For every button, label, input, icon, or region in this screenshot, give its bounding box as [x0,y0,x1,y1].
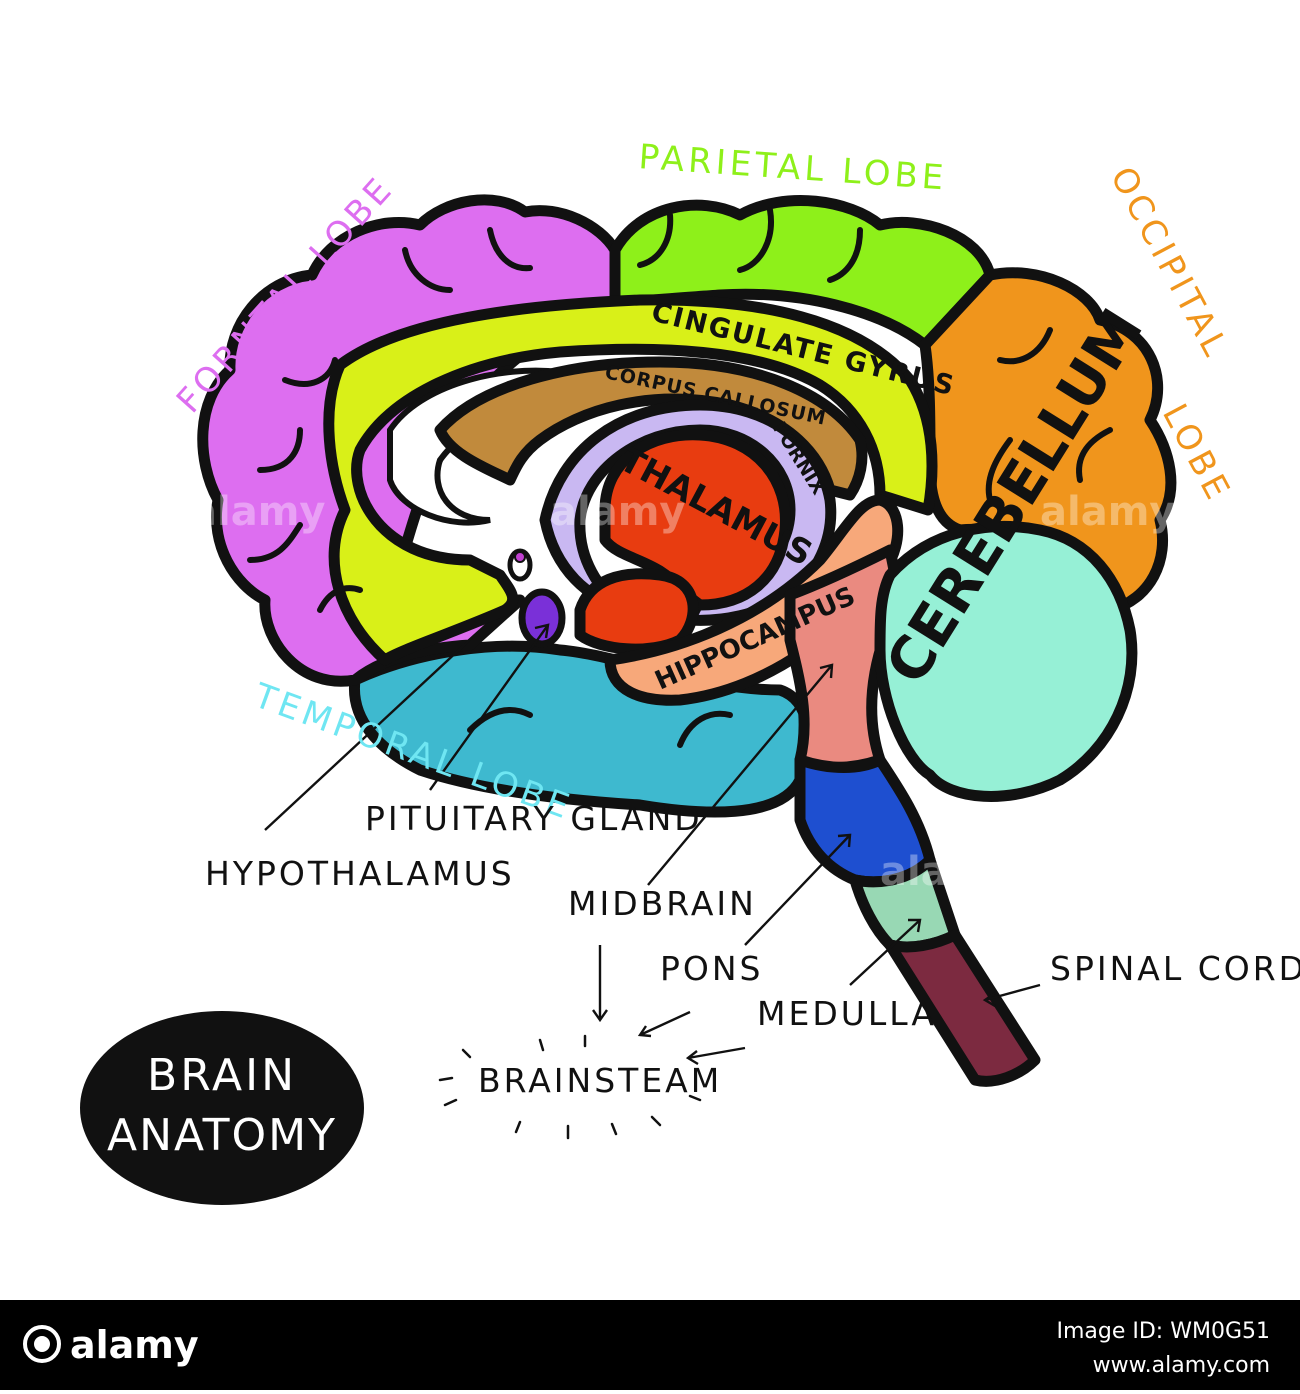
pons-label: PONS [660,949,764,988]
parietal-lobe-region [609,195,996,351]
footer-url: www.alamy.com [1093,1353,1270,1378]
watermark: alamy [1040,489,1175,535]
pituitary-gland-label: PITUITARY GLAND [365,799,703,838]
diagram-stage: PARIETAL LOBE FORNTAL LOBE OCCIPITAL LOB… [80,137,1300,1205]
hippocampus-region [604,494,904,706]
brainstem-label: BRAINSTEAM [478,1061,722,1100]
watermark: alamy [190,489,325,535]
callout-labels: PITUITARY GLAND HYPOTHALAMUS MIDBRAIN PO… [205,799,1300,1100]
brain-diagram: PARIETAL LOBE FORNTAL LOBE OCCIPITAL LOB… [80,137,1300,1205]
hypothalamus-arrow [264,634,476,831]
footer-bar: alamy Image ID: WM0G51 www.alamy.com [0,1300,1300,1390]
badge-background [80,1011,364,1205]
cerebellum-region [874,520,1138,802]
midbrain-label: MIDBRAIN [568,884,757,923]
midbrain-arrow [647,663,834,886]
pons-brainstem-arrow [637,1010,691,1038]
pointer-arrows [264,623,1041,1066]
parietal-lobe-label: PARIETAL LOBE [637,137,948,198]
pons-arrow [744,833,852,946]
spinal-cord-label: SPINAL CORD [1050,949,1300,988]
gyri-lines [247,207,1113,748]
brainstem-burst [438,1034,702,1140]
footer-logo: alamy [70,1323,199,1367]
badge-line1: BRAIN [147,1050,297,1101]
midbrain-brainstem-arrow [592,945,608,1023]
watermarks: alamy alamy alamy alamy [190,489,1175,895]
footer-graphic: alamy Image ID: WM0G51 www.alamy.com [23,1319,1270,1378]
watermark: alamy [550,489,685,535]
medulla-label: MEDULLA [757,994,937,1033]
badge-line2: ANATOMY [107,1110,337,1161]
spinal-arrow [982,983,1041,1008]
pituitary-arrow [429,623,550,791]
footer-image-id: Image ID: WM0G51 [1056,1319,1270,1344]
hypothalamus-dot [514,551,526,563]
thalamus-lower-region [574,568,699,655]
medulla-arrow [849,918,922,986]
pituitary-region [518,588,566,648]
inner-structures [323,294,1138,1087]
midbrain-region [784,544,906,773]
title-badge: BRAIN ANATOMY [80,1011,364,1205]
footer-logo-icon [23,1325,61,1363]
medulla-brainstem-arrow [685,1046,746,1066]
ventricle-gap [387,367,570,526]
spinal-cord-region [884,929,1041,1087]
hypothalamus-label: HYPOTHALAMUS [205,854,515,893]
cingulate-gyrus-region [323,294,938,666]
watermark: alamy [880,849,1015,895]
